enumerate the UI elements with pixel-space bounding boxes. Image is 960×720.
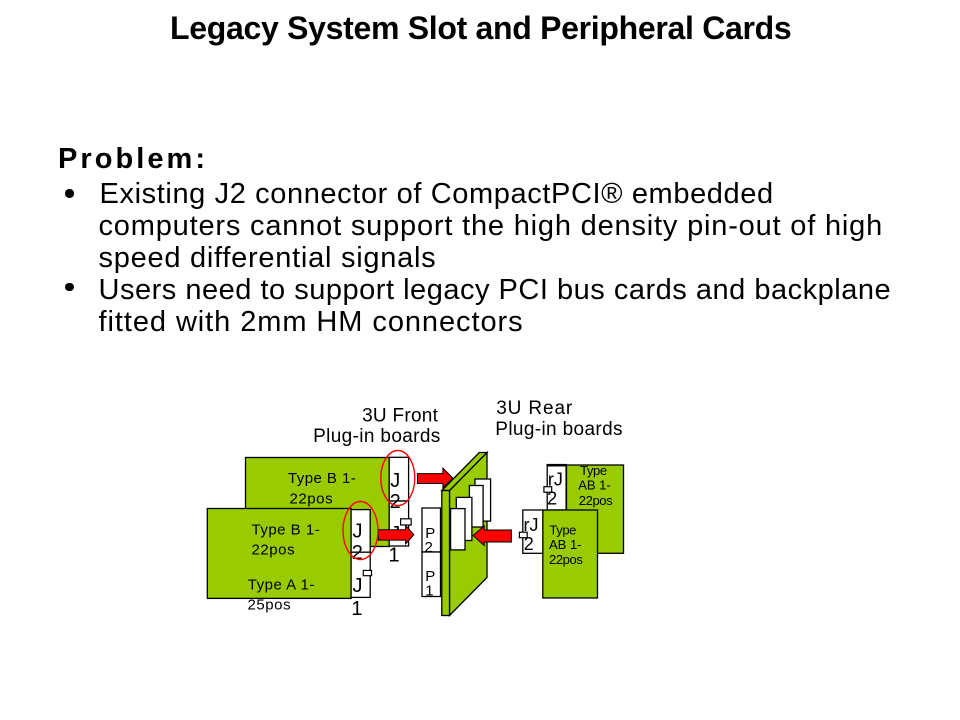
svg-text:22pos: 22pos — [252, 541, 296, 558]
svg-text:2: 2 — [390, 491, 401, 513]
svg-text:Type: Type — [549, 523, 576, 538]
svg-text:22pos: 22pos — [579, 493, 613, 508]
svg-text:22pos: 22pos — [290, 490, 334, 507]
svg-text:25pos: 25pos — [248, 597, 292, 614]
svg-text:22pos: 22pos — [549, 552, 583, 567]
svg-text:1: 1 — [425, 583, 433, 600]
svg-text:2: 2 — [352, 542, 363, 564]
svg-text:Type B 1-: Type B 1- — [288, 470, 356, 487]
svg-text:rJ: rJ — [524, 515, 539, 535]
svg-text:2: 2 — [547, 488, 557, 508]
svg-text:P: P — [425, 568, 435, 585]
svg-text:P: P — [425, 525, 435, 542]
svg-text:J: J — [390, 470, 400, 492]
svg-text:3U Front: 3U Front — [362, 405, 439, 426]
svg-text:Type B 1-: Type B 1- — [252, 522, 321, 539]
svg-text:2: 2 — [425, 539, 433, 556]
svg-text:Plug-in boards: Plug-in boards — [313, 426, 441, 447]
svg-text:AB 1-: AB 1- — [578, 478, 611, 493]
svg-text:Type: Type — [580, 463, 607, 478]
svg-text:J: J — [353, 520, 363, 542]
svg-text:J: J — [353, 575, 363, 597]
svg-text:AB 1-: AB 1- — [549, 537, 582, 552]
svg-text:3U Rear: 3U Rear — [496, 398, 573, 419]
svg-text:2: 2 — [524, 534, 534, 554]
svg-text:1: 1 — [389, 544, 400, 566]
svg-text:rJ: rJ — [548, 470, 563, 490]
svg-text:1: 1 — [351, 598, 362, 620]
svg-text:Plug-in boards: Plug-in boards — [495, 419, 623, 440]
svg-text:Type A 1-: Type A 1- — [248, 577, 315, 594]
